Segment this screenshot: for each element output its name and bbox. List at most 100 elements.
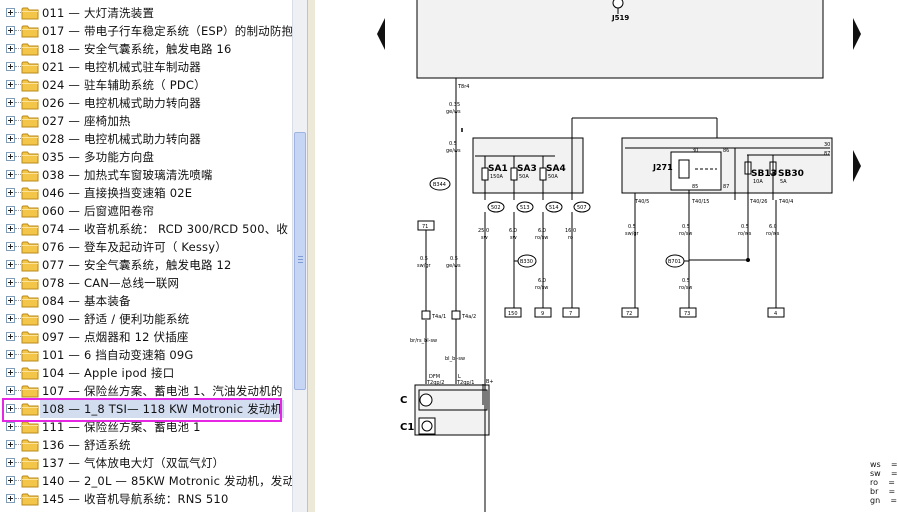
tree-item-label: 076 — 登车及起动许可（ Kessy）	[42, 240, 227, 254]
tree-item-label: 027 — 座椅加热	[42, 114, 131, 128]
tree-item-label: 084 — 基本装备	[42, 294, 131, 308]
legend-row: br =	[870, 487, 896, 496]
expand-plus-icon[interactable]	[6, 458, 15, 467]
tree-item[interactable]: 018 — 安全气囊系统，触发电路 16	[0, 40, 292, 58]
tree-item-label: 046 — 直接换挡变速箱 02E	[42, 186, 193, 200]
expand-plus-icon[interactable]	[6, 188, 15, 197]
fuse-wire1-color: sw	[481, 235, 488, 241]
expand-plus-icon[interactable]	[6, 206, 15, 215]
node-b344: B344	[433, 182, 446, 188]
expand-plus-icon[interactable]	[6, 260, 15, 269]
expand-plus-icon[interactable]	[6, 98, 15, 107]
tree-item-label: 026 — 电控机械式助力转向器	[42, 96, 201, 110]
tree-item[interactable]: 137 — 气体放电大灯（双氙气灯）	[0, 454, 292, 472]
tree-item[interactable]: 145 — 收音机导航系统：RNS 510	[0, 490, 292, 508]
tree-item-label: 011 — 大灯清洗装置	[42, 6, 155, 20]
fuse-sa3-name: SA3	[517, 164, 537, 174]
wire-mid-color: ge/ws	[446, 148, 461, 154]
expand-plus-icon[interactable]	[6, 170, 15, 179]
label-t2-2: T2gp/1	[456, 380, 474, 386]
expand-plus-icon[interactable]	[6, 296, 15, 305]
tree-item[interactable]: 026 — 电控机械式助力转向器	[0, 94, 292, 112]
tree-item[interactable]: 017 — 带电子行车稳定系统（ESP）的制动防抱	[0, 22, 292, 40]
folder-icon	[21, 223, 39, 236]
tree-item[interactable]: 090 — 舒适 / 便利功能系统	[0, 310, 292, 328]
tree-item[interactable]: 076 — 登车及起动许可（ Kessy）	[0, 238, 292, 256]
expand-plus-icon[interactable]	[6, 350, 15, 359]
expand-plus-icon[interactable]	[6, 80, 15, 89]
expand-plus-icon[interactable]	[6, 386, 15, 395]
tree-item[interactable]: 097 — 点烟器和 12 伏插座	[0, 328, 292, 346]
tree-item[interactable]: 011 — 大灯清洗装置	[0, 4, 292, 22]
expand-plus-icon[interactable]	[6, 224, 15, 233]
expand-plus-icon[interactable]	[6, 242, 15, 251]
folder-icon	[21, 277, 39, 290]
wire-b701-color: ro/sw	[679, 285, 692, 291]
tree-item[interactable]: 104 — Apple ipod 接口	[0, 364, 292, 382]
expand-plus-icon[interactable]	[6, 152, 15, 161]
sb13-value: 10A	[753, 179, 763, 185]
tree-item[interactable]: 060 — 后窗遮阳卷帘	[0, 202, 292, 220]
tree-item[interactable]: 046 — 直接换挡变速箱 02E	[0, 184, 292, 202]
legend-row: gn =	[870, 496, 898, 505]
fuse-node-502: 502	[491, 205, 501, 211]
sb30-value: 5A	[780, 179, 787, 185]
expand-plus-icon[interactable]	[6, 440, 15, 449]
conn-t4a2: T4a/2	[461, 314, 476, 320]
continue-right-arrow-icon[interactable]	[853, 150, 861, 182]
expand-plus-icon[interactable]	[6, 404, 15, 413]
lower-wire2: bl_bl-sw	[445, 356, 465, 362]
folder-icon	[21, 187, 39, 200]
expand-plus-icon[interactable]	[6, 8, 15, 17]
tree-item[interactable]: 084 — 基本装备	[0, 292, 292, 310]
expand-plus-icon[interactable]	[6, 62, 15, 71]
wire-top-size: 0.35	[449, 102, 460, 108]
tree-item[interactable]: 028 — 电控机械式助力转向器	[0, 130, 292, 148]
tree-item[interactable]: 107 — 保险丝方案、蓄电池 1、汽油发动机的	[0, 382, 292, 400]
scrollbar-thumb[interactable]	[294, 132, 306, 390]
sb13-name: SB13	[751, 169, 777, 179]
tree-item[interactable]: 021 — 电控机械式驻车制动器	[0, 58, 292, 76]
folder-icon	[21, 385, 39, 398]
tree-scrollbar[interactable]	[292, 0, 307, 512]
relay-pin-86: 86	[723, 148, 729, 154]
folder-icon	[21, 313, 39, 326]
expand-plus-icon[interactable]	[6, 494, 15, 503]
tree-item[interactable]: 077 — 安全气囊系统，触发电路 12	[0, 256, 292, 274]
expand-plus-icon[interactable]	[6, 44, 15, 53]
expand-plus-icon[interactable]	[6, 314, 15, 323]
expand-plus-icon[interactable]	[6, 368, 15, 377]
expand-plus-icon[interactable]	[6, 278, 15, 287]
next-page-arrow-icon[interactable]	[853, 18, 861, 50]
tree-item[interactable]: 078 — CAN—总线一联网	[0, 274, 292, 292]
expand-plus-icon[interactable]	[6, 422, 15, 431]
legend-row: sw =	[870, 469, 898, 478]
tree-item[interactable]: 027 — 座椅加热	[0, 112, 292, 130]
box-150: 150	[508, 311, 518, 317]
tree-item[interactable]: 101 — 6 挡自动变速箱 09G	[0, 346, 292, 364]
expand-plus-icon[interactable]	[6, 134, 15, 143]
tree-item[interactable]: 038 — 加热式车窗玻璃清洗喷嘴	[0, 166, 292, 184]
tree-item[interactable]: 035 — 多功能方向盘	[0, 148, 292, 166]
previous-page-arrow-icon[interactable]	[377, 18, 385, 50]
expand-plus-icon[interactable]	[6, 476, 15, 485]
expand-plus-icon[interactable]	[6, 116, 15, 125]
relay-pin-85: 85	[692, 184, 698, 190]
expand-plus-icon[interactable]	[6, 26, 15, 35]
folder-icon	[21, 241, 39, 254]
folder-icon	[21, 475, 39, 488]
label-t8r4: T8r4	[457, 84, 469, 90]
expand-plus-icon[interactable]	[6, 332, 15, 341]
node-b330: B330	[520, 259, 533, 265]
tree-item[interactable]: 136 — 舒适系统	[0, 436, 292, 454]
tree-item[interactable]: 108 — 1_8 TSI— 118 KW Motronic 发动机	[0, 400, 292, 418]
right-wire4-color: ro/ws	[766, 231, 780, 237]
tree-item[interactable]: 074 — 收音机系统： RCD 300/RCD 500、收	[0, 220, 292, 238]
tree-item[interactable]: 024 — 驻车辅助系统（ PDC）	[0, 76, 292, 94]
folder-icon	[21, 403, 39, 416]
wire-b330-size: 6.0	[538, 278, 546, 284]
pane-splitter[interactable]	[307, 0, 315, 512]
tree-item[interactable]: 111 — 保险丝方案、蓄电池 1	[0, 418, 292, 436]
tree-item[interactable]: 140 — 2_0L — 85KW Motronic 发动机，发动	[0, 472, 292, 490]
